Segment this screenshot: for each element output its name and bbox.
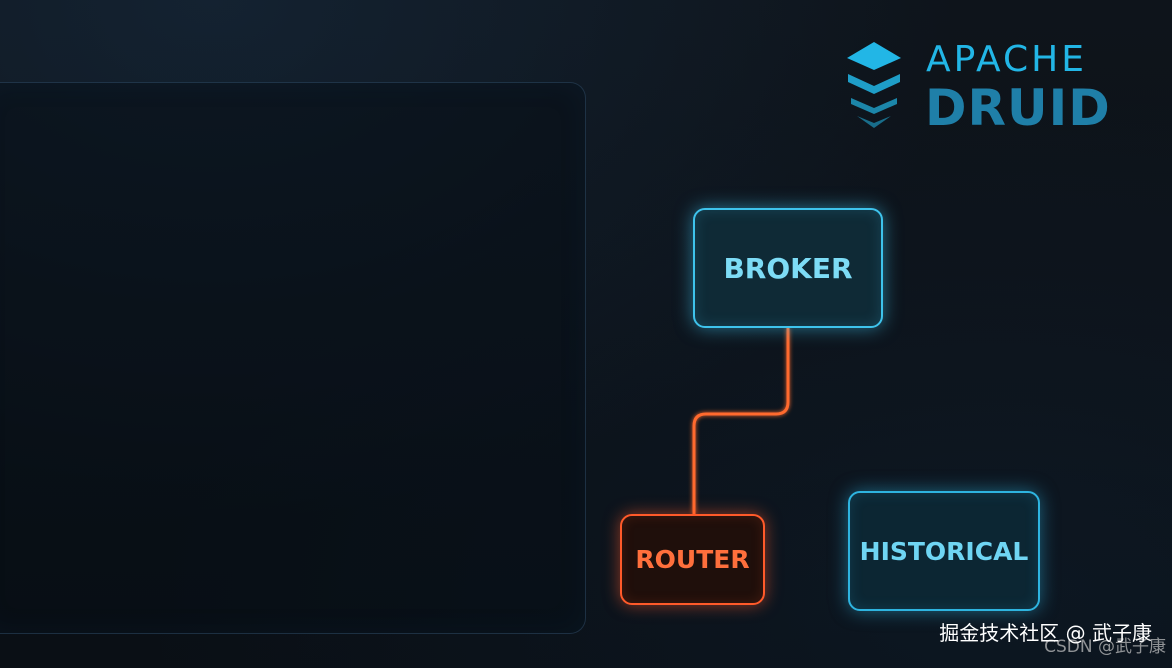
logo-apache-text: APACHE: [926, 39, 1087, 80]
juejin-watermark: 掘金技术社区 @ 武子康: [939, 621, 1152, 645]
apache-druid-logo: APACHE DRUID: [843, 38, 1113, 138]
csdn-watermark: CSDN @武子康: [1044, 637, 1166, 657]
router-label: ROUTER: [635, 545, 750, 574]
historical-label: HISTORICAL: [859, 536, 1029, 566]
query-panel: [0, 82, 586, 634]
historical-node: HISTORICAL: [848, 491, 1040, 611]
druid-layers-icon: [847, 42, 901, 128]
connector-broker-to-router: [692, 328, 790, 514]
router-node: ROUTER: [620, 514, 765, 605]
logo-druid-text: DRUID: [925, 79, 1111, 137]
broker-label: BROKER: [723, 251, 853, 285]
broker-node: BROKER: [693, 208, 883, 328]
